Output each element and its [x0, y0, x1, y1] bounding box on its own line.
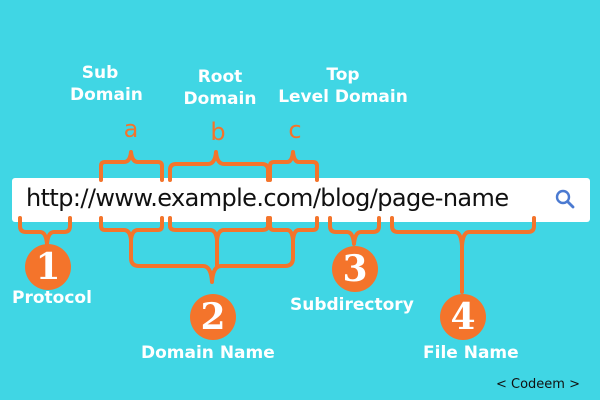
- letter-c: c: [288, 116, 302, 144]
- sub-domain-label-line1: Sub: [81, 63, 119, 83]
- badge-3: 3: [332, 246, 378, 292]
- tld-label: Top Level Domain: [268, 64, 418, 108]
- file-name-label: File Name: [423, 343, 519, 363]
- search-icon[interactable]: [554, 188, 576, 210]
- root-domain-label-line1: Root: [197, 67, 243, 87]
- brace-c: [268, 150, 319, 182]
- url-bar[interactable]: http://www.example.com/blog/page-name: [12, 178, 590, 222]
- root-domain-label: Root Domain: [180, 66, 260, 110]
- sub-domain-label: Sub Domain: [70, 62, 143, 106]
- codeem-watermark: < Codeem >: [496, 377, 580, 392]
- brace-domain: [129, 238, 295, 284]
- brace-b: [168, 150, 270, 182]
- brace-filename: [390, 216, 536, 248]
- letter-b: b: [210, 118, 226, 146]
- badge-1: 1: [25, 244, 71, 290]
- sub-domain-label-line2: Domain: [70, 85, 143, 105]
- domain-name-label: Domain Name: [141, 343, 275, 363]
- tld-label-line2: Level Domain: [278, 87, 408, 107]
- letter-a: a: [123, 115, 139, 143]
- badge-4: 4: [440, 294, 486, 340]
- badge-2: 2: [190, 294, 236, 340]
- subdirectory-label: Subdirectory: [290, 295, 414, 315]
- url-text: http://www.example.com/blog/page-name: [26, 184, 509, 212]
- protocol-label: Protocol: [12, 288, 92, 308]
- root-domain-label-line2: Domain: [183, 89, 257, 109]
- tld-label-line1: Top: [326, 65, 360, 85]
- brace-a: [99, 150, 164, 182]
